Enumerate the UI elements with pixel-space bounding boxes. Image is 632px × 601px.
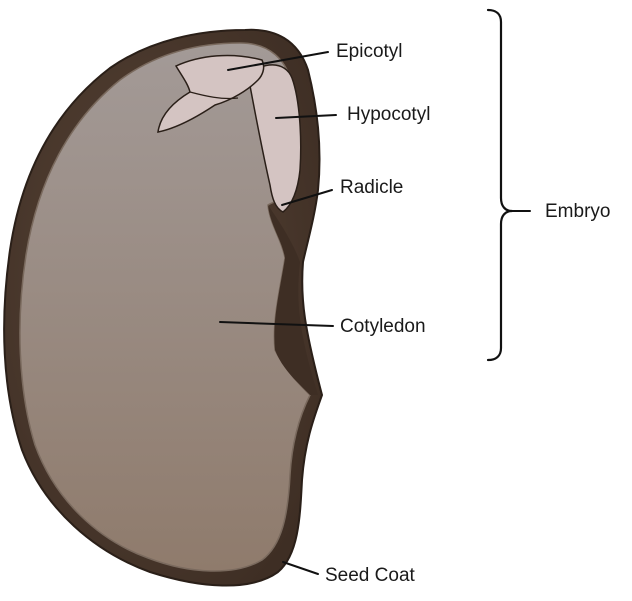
radicle-label: Radicle bbox=[340, 177, 403, 198]
epicotyl-label: Epicotyl bbox=[336, 41, 403, 62]
cotyledon-label: Cotyledon bbox=[340, 316, 426, 337]
embryo-brace bbox=[488, 10, 512, 360]
hypocotyl-label: Hypocotyl bbox=[347, 104, 430, 125]
embryo-label: Embryo bbox=[545, 201, 610, 222]
seed-coat-leader bbox=[283, 562, 318, 574]
seed-coat-label: Seed Coat bbox=[325, 565, 416, 586]
